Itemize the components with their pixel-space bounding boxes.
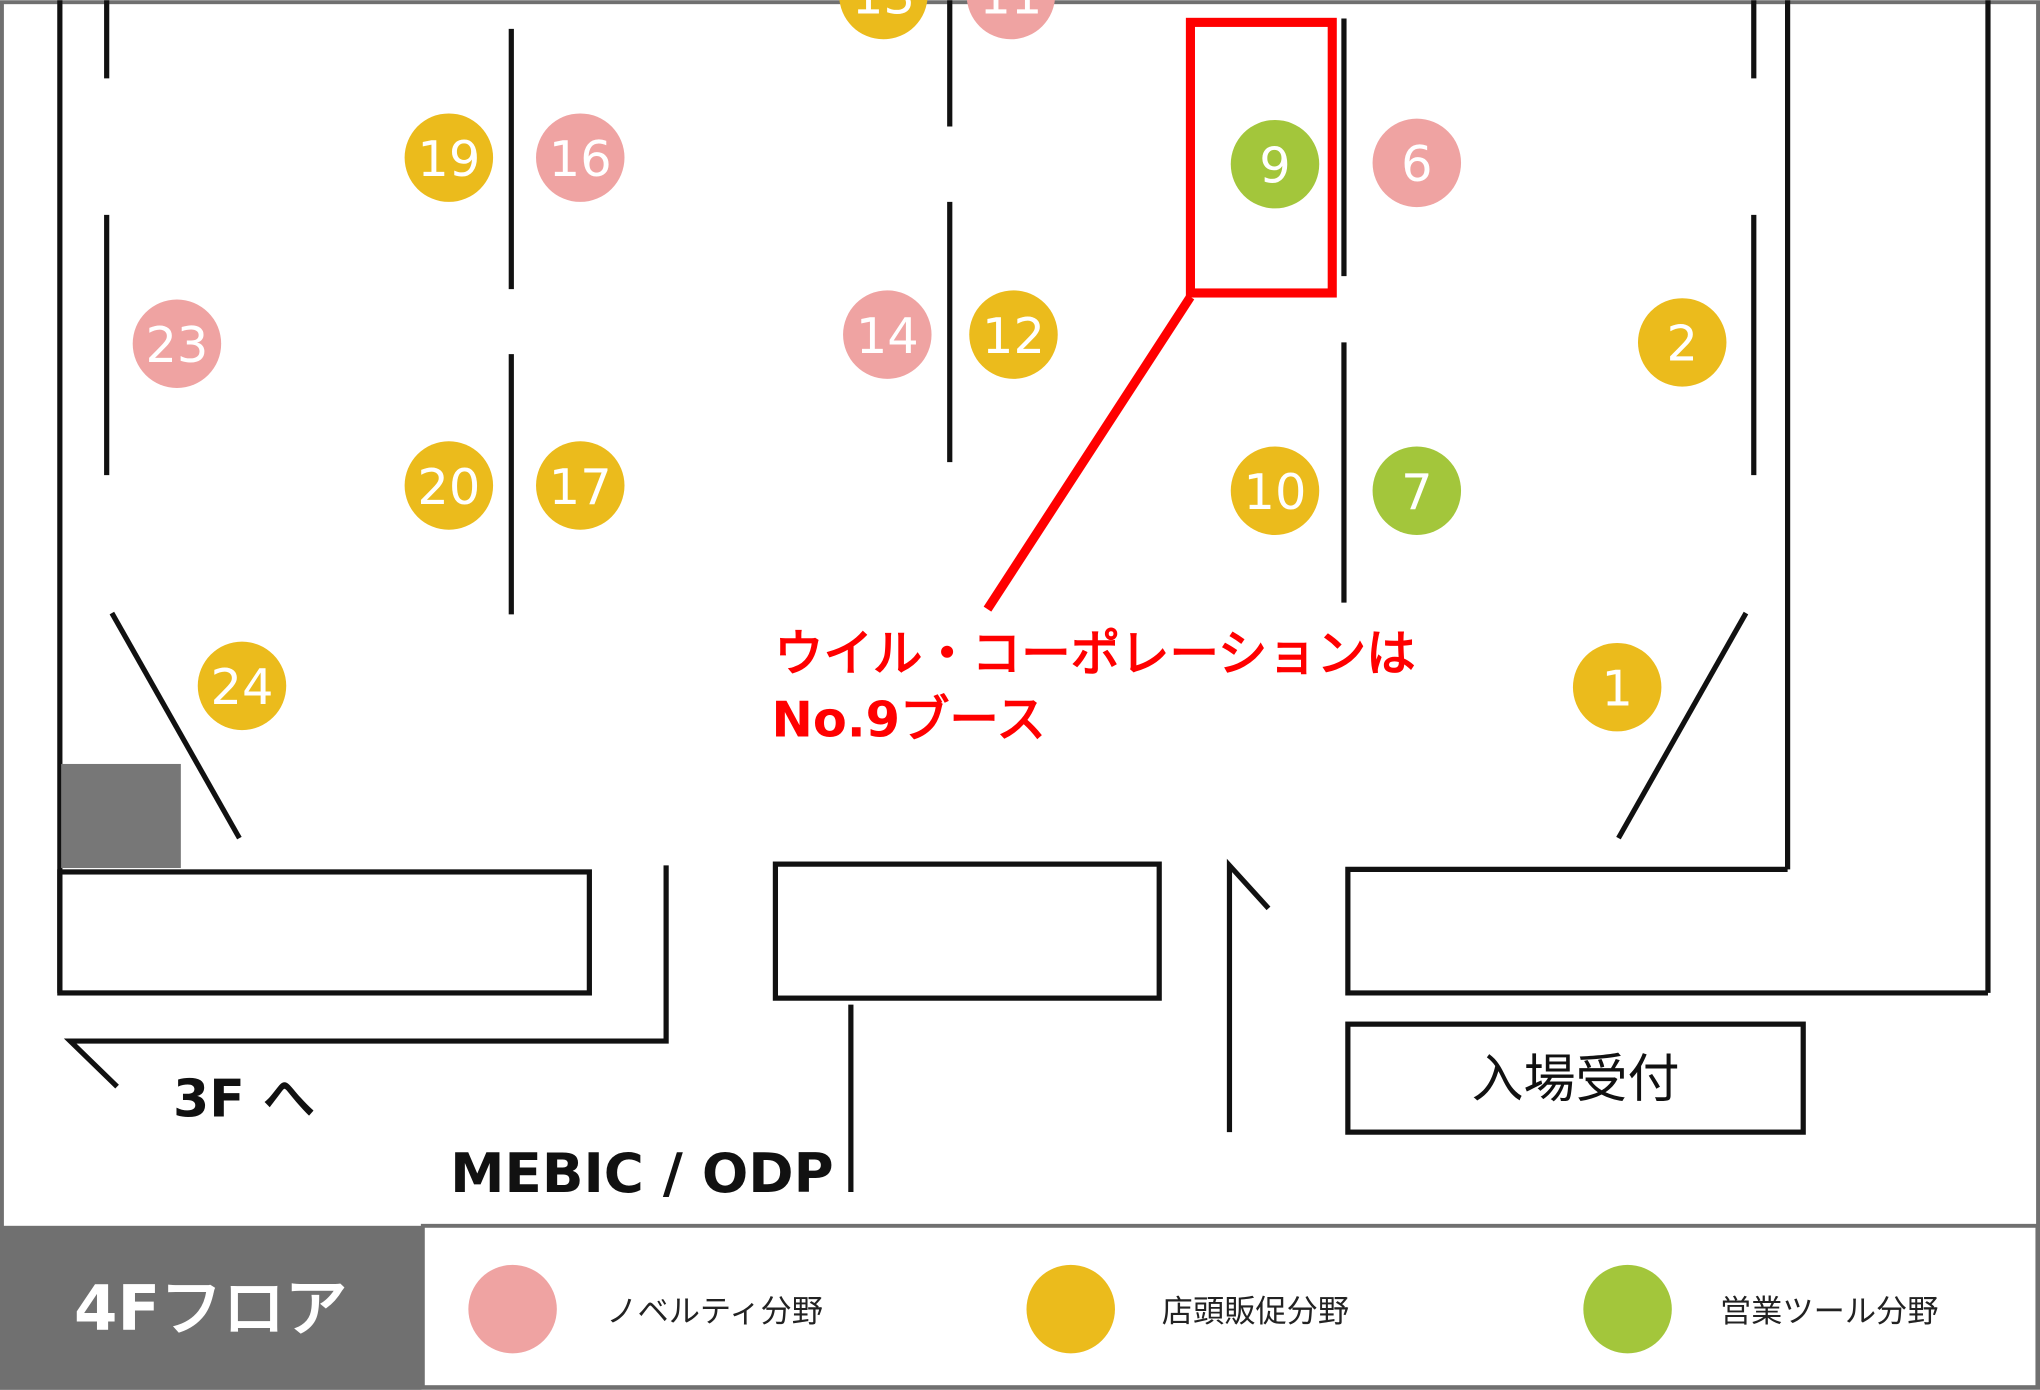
booth-marker [1637,298,1727,387]
booth-number: 7 [1401,463,1432,521]
booth-number: 23 [145,316,208,374]
floor-badge [0,1225,422,1390]
booth-marker [536,441,625,530]
booth-number: 1 [1601,659,1632,717]
booth-number: 2 [1666,315,1697,373]
highlight-box [1185,17,1337,298]
booth-marker [966,0,1055,40]
booth-12: 12 [969,290,1058,379]
booth-number: 13 [852,0,915,25]
booth-number: 10 [1244,463,1307,521]
legend-sales-swatch [1583,1264,1672,1354]
reception-label: 入場受付 [1471,1050,1679,1110]
booth-23: 23 [132,299,222,388]
booth-9: 9 [1230,119,1320,209]
booth-number: 16 [549,130,612,188]
booth-number: 12 [982,307,1045,365]
legend-store-swatch [1026,1264,1115,1354]
booth-11: 11 [966,0,1055,40]
booth-7: 7 [1372,446,1462,535]
stairs-label: 3F へ [173,1070,315,1130]
mebic-label: MEBIC / ODP [450,1141,834,1205]
booth-number: 11 [979,0,1042,25]
pillar [61,763,181,869]
booths: 13 11 19 16 9 6 23 14 12 2 20 17 10 7 24 1 [132,0,1727,732]
callout-line [983,294,1195,612]
booth-marker [839,0,928,40]
booth-1: 1 [1572,642,1662,732]
legend-store-label: 店頭販促分野 [1162,1294,1349,1330]
booth-number: 20 [417,458,480,516]
booth-number: 24 [211,658,274,716]
booth-number: 17 [549,458,612,516]
booth-marker [404,113,494,202]
booth-19: 19 [404,113,494,202]
legend: 4Fフロア ノベルティ分野 店頭販促分野 営業ツール分野 [0,1223,2040,1390]
booth-marker [132,299,222,388]
booth-16: 16 [536,113,625,202]
booth-number: 6 [1401,135,1432,193]
booth-marker [1572,642,1662,732]
booth-number: 14 [856,307,919,365]
floor-label: 4Fフロア [74,1272,347,1345]
booth-marker [1372,118,1462,208]
walls [57,0,1991,1192]
booth-20: 20 [404,441,494,530]
booth-marker [1230,119,1320,209]
booth-2: 2 [1637,298,1727,387]
booth-17: 17 [536,441,625,530]
booth-14: 14 [843,290,932,379]
booth-marker [536,113,625,202]
callout-text-2: No.9ブース [772,691,1046,749]
legend-sales-label: 営業ツール分野 [1720,1294,1939,1330]
booth-marker [969,290,1058,379]
callout-text-1: ウイル・コーポレーションは [774,624,1416,682]
booth-13: 13 [839,0,928,40]
booth-marker [404,441,494,530]
legend-novelty-label: ノベルティ分野 [606,1294,823,1330]
booth-number: 19 [417,130,480,188]
booth-marker [1230,446,1320,535]
booth-number: 9 [1259,136,1290,194]
booth-marker [197,641,287,731]
booth-marker [1372,446,1462,535]
booth-24: 24 [197,641,287,731]
booth-marker [843,290,932,379]
reception-desk [1345,1021,1806,1135]
booth-10: 10 [1230,446,1320,535]
booth-6: 6 [1372,118,1462,208]
legend-novelty-swatch [468,1264,557,1354]
